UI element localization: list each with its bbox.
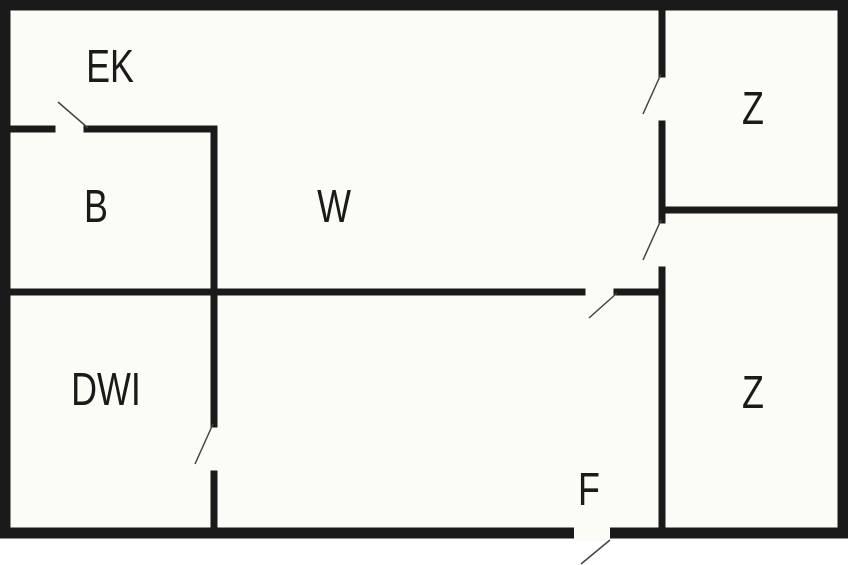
door-swing-middle bbox=[588, 292, 618, 319]
room-label-b: B bbox=[84, 181, 108, 232]
door-swing-dwi bbox=[194, 423, 214, 465]
door-openings bbox=[574, 524, 610, 541]
room-label-z-bottom: Z bbox=[742, 367, 764, 418]
door-swings bbox=[57, 73, 662, 565]
outer-wall bbox=[0, 0, 848, 539]
interior-walls bbox=[4, 4, 844, 532]
floor-area bbox=[5, 5, 843, 533]
room-label-w: W bbox=[317, 181, 351, 232]
room-label-ek: EK bbox=[86, 41, 134, 92]
door-gap-entrance bbox=[574, 524, 610, 541]
door-swing-ek-b bbox=[57, 101, 89, 129]
room-label-z-top: Z bbox=[742, 83, 764, 134]
room-labels: EK B W DWI F Z Z bbox=[71, 41, 764, 515]
door-swing-z-bottom bbox=[642, 219, 662, 261]
room-label-dwi: DWI bbox=[71, 364, 141, 415]
door-swing-z-top bbox=[642, 73, 662, 115]
door-swing-entrance bbox=[580, 539, 611, 565]
room-label-f: F bbox=[578, 464, 600, 515]
